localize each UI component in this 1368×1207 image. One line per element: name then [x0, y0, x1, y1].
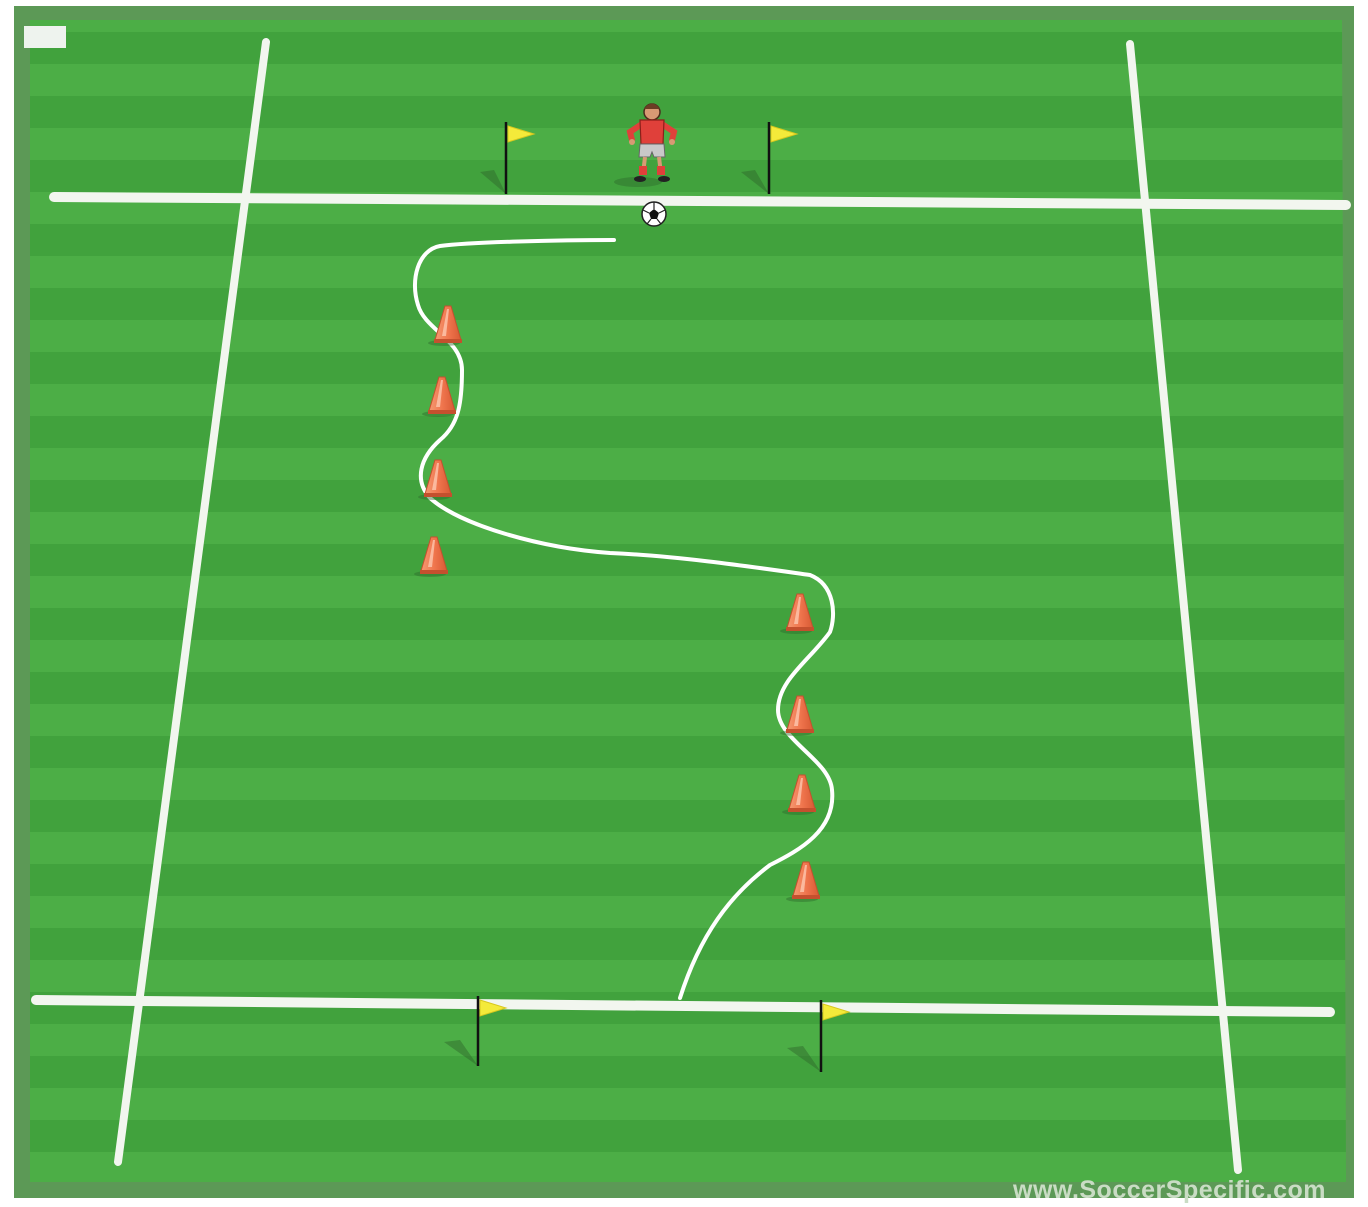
watermark-text: www.SoccerSpecific.com: [1012, 1176, 1326, 1204]
soccer-ball-icon: [642, 202, 666, 226]
frame-corner-label: [24, 26, 66, 48]
